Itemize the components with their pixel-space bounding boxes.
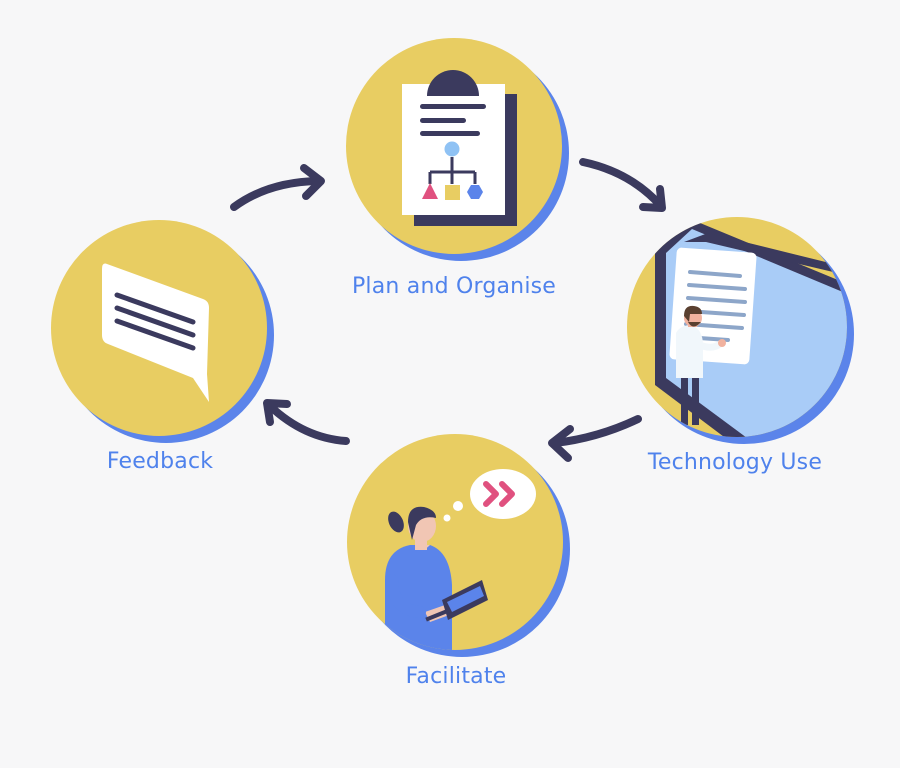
woman-with-laptop-icon: [385, 469, 536, 650]
node-plan: [346, 38, 569, 261]
node-facilitate: [347, 434, 570, 657]
label-facilitate: Facilitate: [405, 664, 507, 689]
label-technology-use: Technology Use: [647, 450, 823, 475]
clipboard-flowchart-icon: [402, 70, 517, 226]
label-feedback: Feedback: [106, 449, 214, 474]
presenter-at-screen-icon: [655, 218, 847, 437]
arrow-plan-to-technology: [579, 158, 666, 212]
arrow-technology-to-facilitate: [548, 415, 642, 462]
node-feedback: [51, 220, 274, 443]
arrow-facilitate-to-feedback: [263, 399, 350, 445]
arrow-feedback-to-plan: [230, 164, 325, 211]
label-plan-and-organise: Plan and Organise: [351, 274, 557, 299]
node-technology: [627, 217, 854, 444]
speech-bubble-icon: [102, 263, 209, 402]
